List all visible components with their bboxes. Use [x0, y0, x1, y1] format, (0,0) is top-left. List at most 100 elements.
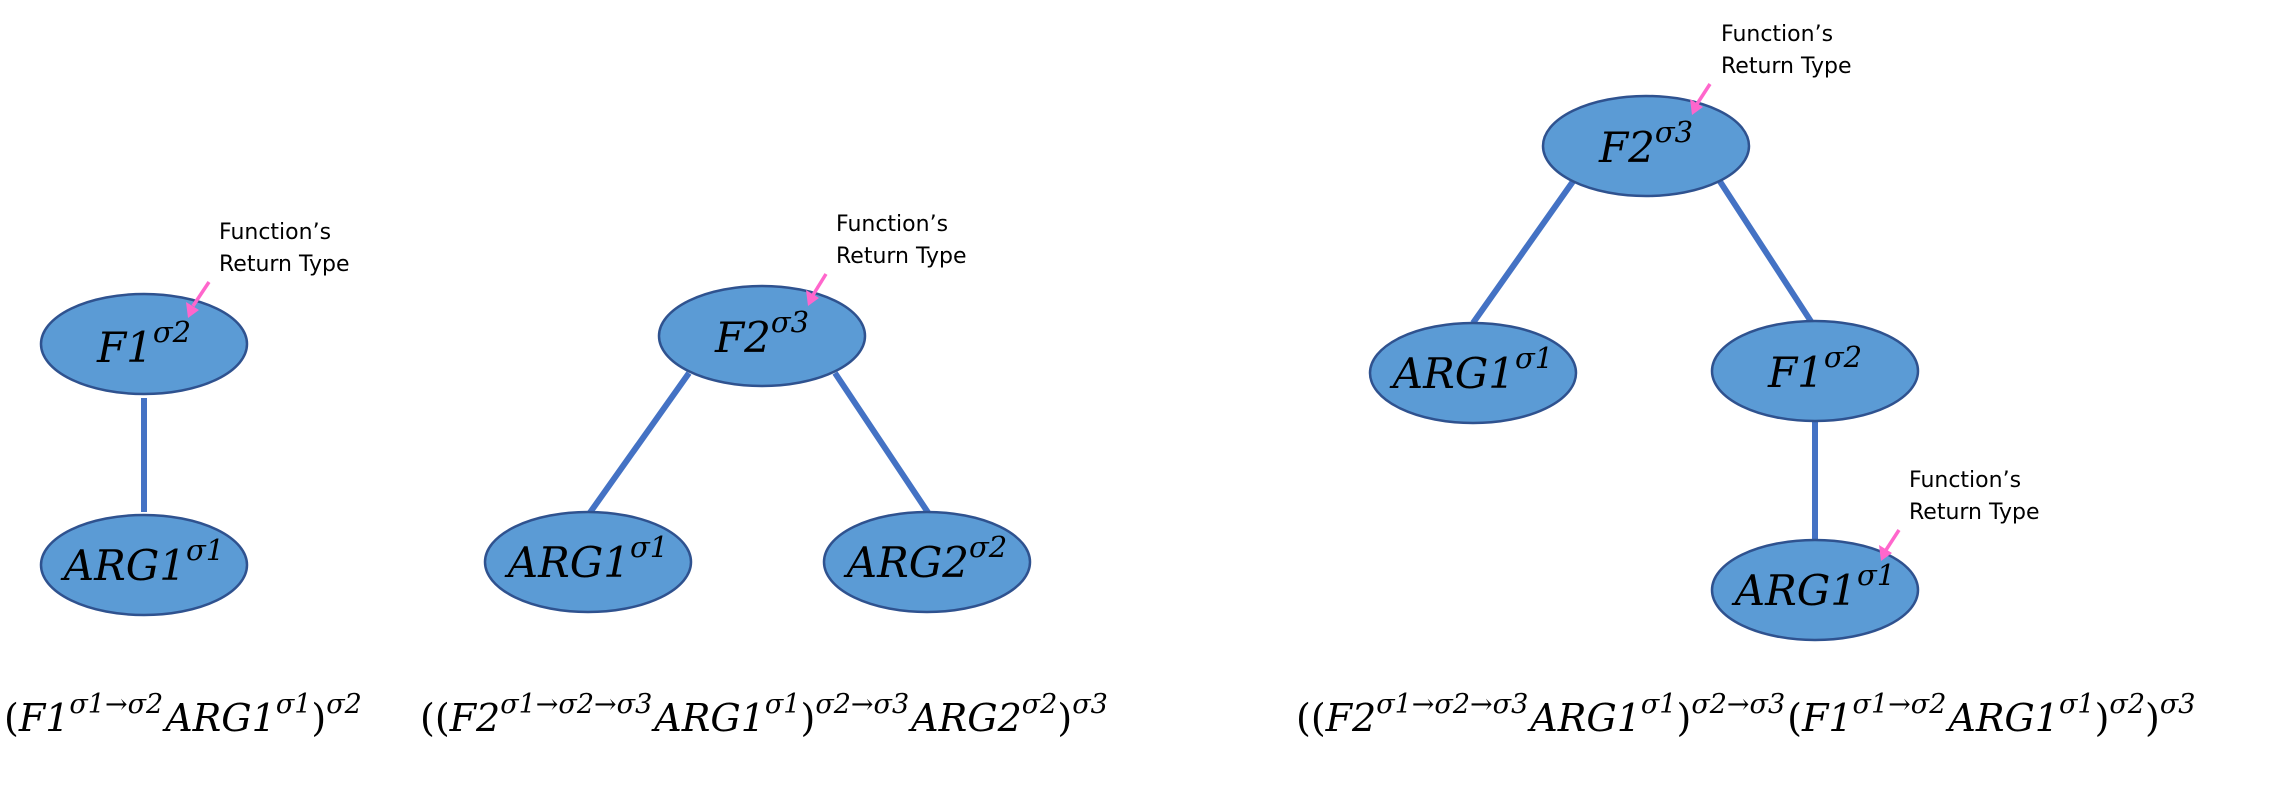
- formula-superscript: σ1→σ2: [69, 689, 163, 720]
- node-t3-arg1: ARG1σ1: [1368, 321, 1578, 425]
- node-t1-f1: F1σ2: [39, 292, 249, 396]
- node-label: ARG2: [843, 538, 969, 587]
- formula-superscript: σ1: [1641, 689, 1677, 720]
- svg-text:ARG2σ2: ARG2σ2: [843, 530, 1007, 587]
- node-t2-arg1: ARG1σ1: [483, 510, 693, 614]
- formula-text: F2: [449, 696, 501, 740]
- open-paren: (: [1787, 696, 1802, 740]
- formula-text: σ1→σ2→σ3: [500, 688, 653, 720]
- node-superscript: σ1: [1857, 558, 1895, 592]
- node-t2-f2: F2σ3: [657, 284, 867, 388]
- formula-text: F2: [1325, 696, 1377, 740]
- annotation-arrow: [1884, 529, 1901, 551]
- formula-text: σ1→σ2: [1852, 688, 1947, 720]
- annotation-return-type: Function’s Return Type: [1879, 468, 2040, 561]
- formula-superscript: σ3: [1072, 689, 1108, 720]
- close-paren: ): [1676, 696, 1692, 740]
- formula-text: σ2→σ3: [1691, 688, 1786, 720]
- edge-t3-f2-f1: [1716, 178, 1815, 325]
- annotation-arrow: [1695, 83, 1712, 105]
- tree-3: F2σ3 ARG1σ1 F1σ2 ARG1σ1 Function’s Retur…: [1368, 22, 2040, 642]
- svg-text:F2σ3: F2σ3: [1598, 115, 1693, 172]
- annotation-line-2: Return Type: [219, 252, 350, 277]
- formula-3: ((F2σ1→σ2→σ3ARG1σ1)σ2→σ3(F1σ1→σ2ARG1σ1)σ…: [1296, 689, 2196, 740]
- node-label: ARG1: [1731, 566, 1857, 615]
- formula-superscript: σ2→σ3: [1691, 689, 1785, 720]
- node-label: F1: [96, 323, 153, 372]
- node-t1-arg1: ARG1σ1: [39, 513, 249, 617]
- edge-t2-f2-arg1: [586, 371, 692, 516]
- node-label: ARG1: [60, 541, 186, 590]
- open-paren: (: [1310, 696, 1326, 740]
- open-paren: (: [434, 696, 450, 740]
- formula-text: σ1: [1640, 688, 1677, 720]
- formula-text: ARG1: [1948, 696, 2059, 740]
- close-paren: ): [1057, 696, 1073, 740]
- annotation-return-type: Function’s Return Type: [1690, 22, 1852, 115]
- tree-2: F2σ3 ARG1σ1 ARG2σ2 Function’s Return Typ…: [483, 212, 1032, 614]
- formula-superscript: σ1: [276, 689, 312, 720]
- open-paren: (: [4, 696, 19, 740]
- formula-superscript: σ3: [2160, 689, 2196, 720]
- arrowhead-icon: [806, 290, 819, 306]
- annotation-line-2: Return Type: [1721, 54, 1852, 79]
- svg-text:ARG1σ1: ARG1σ1: [1389, 341, 1553, 398]
- formula-superscript: σ1→σ2→σ3: [1376, 689, 1528, 720]
- close-paren: ): [311, 696, 327, 740]
- arrowhead-icon: [1690, 99, 1703, 115]
- annotation-line-2: Return Type: [836, 244, 967, 269]
- formula-text: σ3: [1072, 688, 1108, 720]
- annotation-return-type: Function’s Return Type: [806, 212, 967, 306]
- annotation-line-1: Function’s: [1909, 468, 2021, 493]
- formula-text: σ1→σ2→σ3: [1376, 688, 1529, 720]
- formula-superscript: σ1: [765, 689, 801, 720]
- node-label: F2: [714, 313, 771, 362]
- formula-superscript: σ2: [326, 689, 362, 720]
- node-superscript: σ2: [969, 530, 1007, 564]
- node-superscript: σ1: [630, 530, 668, 564]
- node-superscript: σ1: [1515, 341, 1553, 375]
- edge-t3-f2-arg1: [1470, 178, 1577, 325]
- svg-text:F2σ3: F2σ3: [714, 305, 809, 362]
- close-paren: ): [2145, 696, 2160, 740]
- open-paren: (: [1296, 696, 1311, 740]
- formula-text: σ2: [326, 688, 362, 720]
- formula-text: ARG1: [165, 696, 276, 740]
- node-label: F2: [1598, 123, 1655, 172]
- node-superscript: σ2: [153, 315, 191, 349]
- formula-1: (F1σ1→σ2ARG1σ1)σ2: [4, 689, 362, 740]
- formula-2: ((F2σ1→σ2→σ3ARG1σ1)σ2→σ3ARG2σ2)σ3: [420, 689, 1108, 740]
- node-t3-f2: F2σ3: [1541, 94, 1751, 198]
- annotation-line-1: Function’s: [219, 220, 331, 245]
- annotation-arrow: [811, 273, 828, 296]
- formula-superscript: σ1→σ2: [1853, 689, 1947, 720]
- close-paren: ): [800, 696, 816, 740]
- formula-text: σ2: [2109, 688, 2146, 720]
- node-label: ARG1: [504, 538, 630, 587]
- formula-superscript: σ2→σ3: [815, 689, 909, 720]
- node-superscript: σ3: [771, 305, 809, 339]
- svg-text:ARG1σ1: ARG1σ1: [504, 530, 668, 587]
- node-label: F1: [1767, 348, 1824, 397]
- node-superscript: σ2: [1824, 340, 1862, 374]
- svg-text:F1σ2: F1σ2: [1767, 340, 1862, 397]
- formula-text: ARG1: [1530, 696, 1641, 740]
- close-paren: ): [2094, 696, 2110, 740]
- arrowhead-icon: [186, 302, 199, 318]
- svg-text:ARG1σ1: ARG1σ1: [60, 533, 224, 590]
- formula-superscript: σ1→σ2→σ3: [500, 689, 652, 720]
- node-superscript: σ1: [186, 533, 224, 567]
- formula-text: σ1: [764, 688, 801, 720]
- formula-superscript: σ2: [2109, 689, 2145, 720]
- formula-text: ARG1: [654, 696, 765, 740]
- annotation-line-1: Function’s: [836, 212, 948, 237]
- annotation-return-type: Function’s Return Type: [186, 220, 350, 318]
- formula-text: ARG2: [911, 696, 1022, 740]
- formula-text: F1: [1801, 696, 1853, 740]
- node-t3-arg1b: ARG1σ1: [1710, 538, 1920, 642]
- tree-1: F1σ2 ARG1σ1 Function’s Return Type: [39, 220, 350, 617]
- annotation-arrow: [191, 281, 211, 307]
- open-paren: (: [420, 696, 435, 740]
- node-label: ARG1: [1389, 349, 1515, 398]
